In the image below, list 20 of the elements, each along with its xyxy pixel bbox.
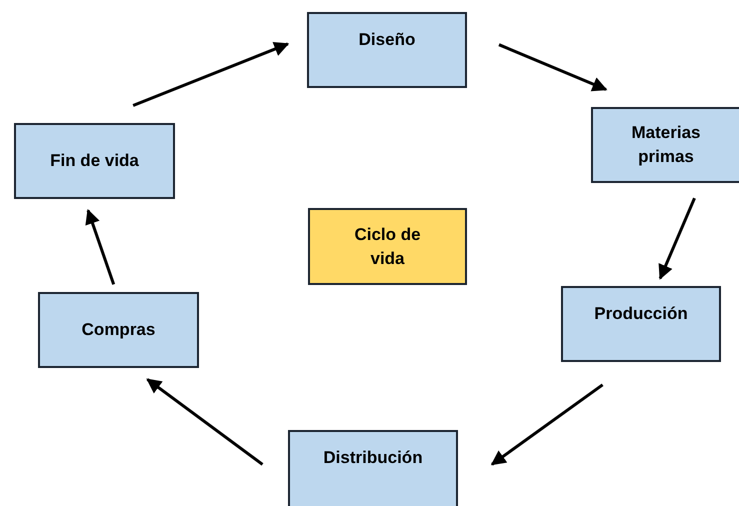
center-box — [308, 208, 467, 285]
stage-label: Fin de vida — [50, 150, 139, 172]
stage-label: Ciclo de vida — [353, 224, 422, 270]
stage-label: Producción — [594, 303, 688, 325]
stage-label: Diseño — [358, 29, 416, 51]
stage-box — [38, 292, 199, 368]
arrow — [132, 42, 290, 107]
arrow — [498, 43, 608, 92]
arrow — [146, 378, 264, 466]
stage-box — [307, 12, 467, 88]
stage-box — [14, 123, 175, 199]
stage-box — [561, 286, 721, 362]
arrow — [85, 208, 116, 285]
stage-label: Distribución — [323, 447, 423, 469]
stage-box — [591, 107, 739, 183]
arrow — [490, 384, 604, 466]
arrow — [658, 198, 696, 280]
stage-box — [288, 430, 458, 506]
stage-label: Materias primas — [630, 122, 702, 168]
stage-label: Compras — [82, 319, 156, 342]
